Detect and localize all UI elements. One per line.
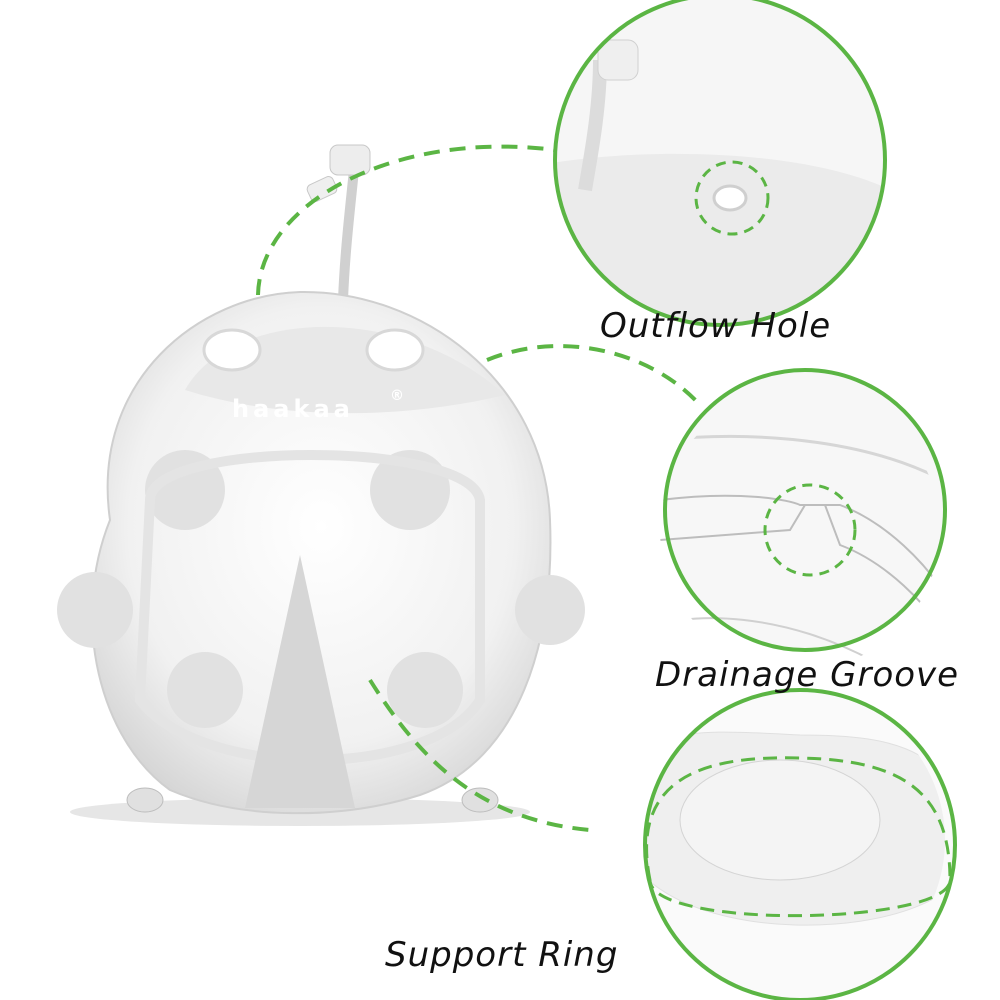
valve-stem <box>306 144 371 301</box>
ladybug-eyes <box>202 328 425 372</box>
ladybug-spots <box>57 450 585 728</box>
callout-circle-drainage-groove <box>660 368 947 670</box>
registered-mark: ® <box>390 388 404 404</box>
label-support-ring: Support Ring <box>385 935 619 975</box>
callout-circle-support-ring <box>643 688 957 1000</box>
callout-circle-outflow-hole <box>553 0 887 327</box>
label-drainage-groove: Drainage Groove <box>655 655 960 695</box>
callout-connectors <box>256 144 702 832</box>
label-outflow-hole: Outflow Hole <box>600 306 832 346</box>
brand-mark: haakaa <box>232 395 354 423</box>
